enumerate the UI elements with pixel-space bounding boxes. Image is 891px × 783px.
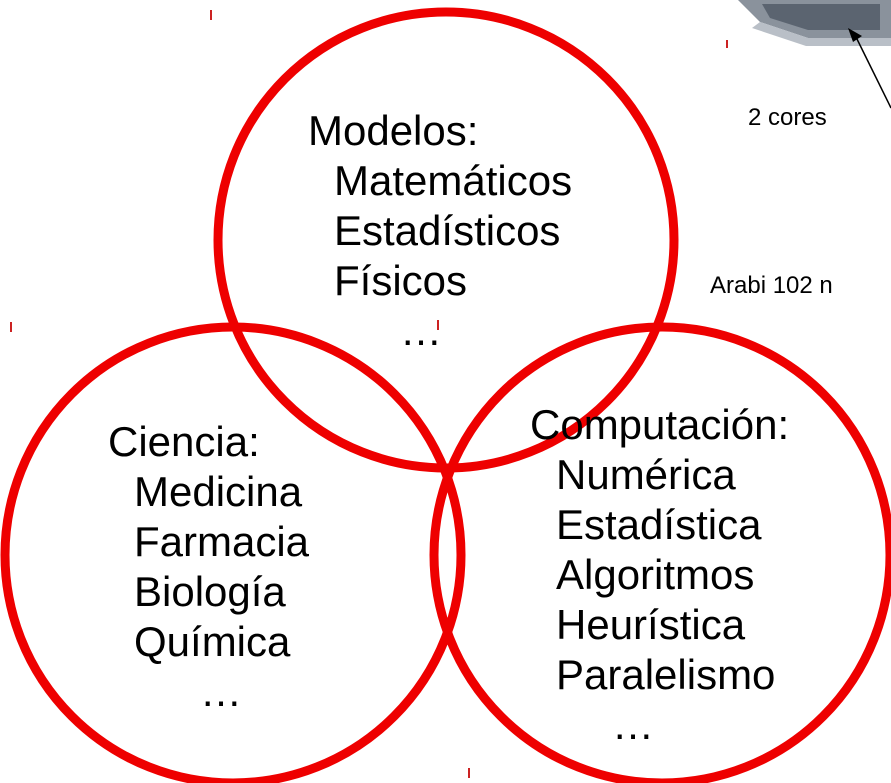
guide-tick: [468, 768, 470, 778]
ciencia-item: Medicina: [134, 468, 303, 515]
modelos-item: Matemáticos: [334, 157, 573, 204]
modelos-heading: Modelos:: [308, 107, 479, 154]
computacion-text: Computación: Numérica Estadística Algori…: [530, 400, 789, 750]
computacion-item: Numérica: [556, 451, 736, 498]
modelos-item: Físicos: [334, 257, 468, 304]
computacion-item: Paralelismo: [556, 651, 776, 698]
computacion-ellipsis: …: [612, 701, 654, 748]
ciencia-item: Química: [134, 618, 291, 665]
guide-tick: [437, 320, 439, 330]
arabi-label: Arabi 102 n: [710, 272, 833, 299]
circle-ciencia: [0, 322, 466, 783]
guide-tick: [726, 40, 728, 48]
guide-tick: [210, 10, 212, 20]
arrow-icon: [848, 28, 891, 109]
modelos-item: Estadísticos: [334, 207, 561, 254]
ciencia-heading: Ciencia:: [108, 418, 260, 465]
ciencia-text: Ciencia: Medicina Farmacia Biología Quím…: [108, 417, 309, 717]
modelos-ellipsis: …: [400, 307, 442, 354]
guide-tick: [10, 322, 12, 332]
computacion-item: Heurística: [556, 601, 746, 648]
circle-computacion: [429, 322, 891, 783]
computacion-item: Estadística: [556, 501, 762, 548]
cores-label: 2 cores: [748, 104, 827, 131]
ciencia-ellipsis: …: [200, 668, 242, 715]
computacion-item: Algoritmos: [556, 551, 755, 598]
computacion-heading: Computación:: [530, 401, 790, 448]
modelos-text: Modelos: Matemáticos Estadísticos Físico…: [308, 106, 572, 356]
laptop-icon: [738, 0, 891, 46]
ciencia-item: Farmacia: [134, 518, 310, 565]
ciencia-item: Biología: [134, 568, 286, 615]
